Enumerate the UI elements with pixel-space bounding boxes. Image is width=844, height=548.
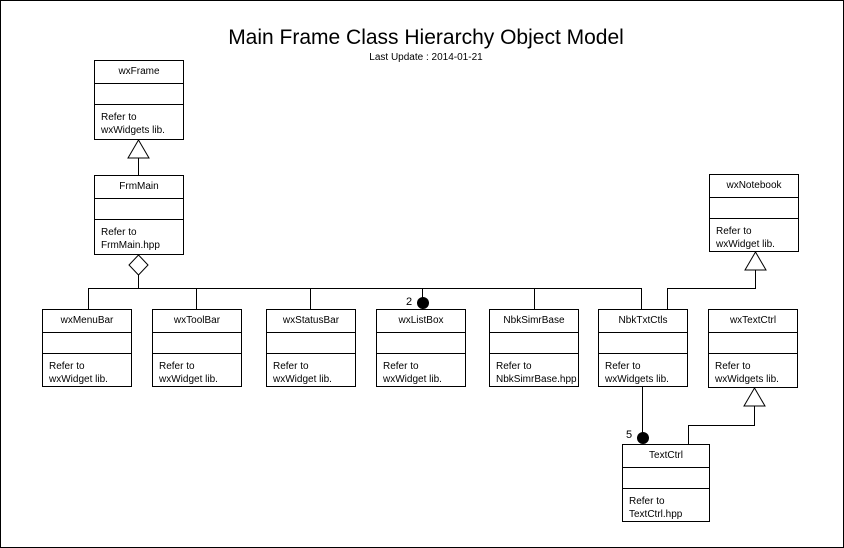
class-name: wxStatusBar bbox=[267, 310, 355, 333]
class-attributes bbox=[267, 333, 355, 354]
class-wxnotebook: wxNotebook Refer to wxWidget lib. bbox=[709, 174, 799, 252]
multiplicity-label-textctrl: 5 bbox=[626, 429, 633, 441]
diagram-title: Main Frame Class Hierarchy Object Model bbox=[228, 26, 624, 49]
class-frmmain: FrmMain Refer to FrmMain.hpp bbox=[94, 175, 184, 255]
class-attributes bbox=[490, 333, 578, 354]
class-operations: Refer to TextCtrl.hpp bbox=[623, 489, 709, 521]
operation-line: Refer to bbox=[716, 226, 752, 237]
operation-line: wxWidget lib. bbox=[383, 374, 442, 385]
class-wxlistbox: wxListBox Refer to wxWidget lib. bbox=[376, 309, 466, 387]
class-operations: Refer to wxWidget lib. bbox=[710, 219, 798, 251]
generalization-arrow bbox=[743, 387, 766, 407]
multiplicity-label-listbox: 2 bbox=[406, 296, 413, 308]
class-name: FrmMain bbox=[95, 176, 183, 199]
operation-line: Refer to bbox=[605, 361, 641, 372]
class-wxtextctrl: wxTextCtrl Refer to wxWidgets lib. bbox=[708, 309, 798, 388]
operation-line: wxWidgets lib. bbox=[715, 374, 779, 385]
operation-line: wxWidget lib. bbox=[159, 374, 218, 385]
class-name: wxFrame bbox=[95, 61, 183, 84]
class-wxtoolbar: wxToolBar Refer to wxWidget lib. bbox=[152, 309, 242, 387]
operation-line: FrmMain.hpp bbox=[101, 240, 160, 251]
class-operations: Refer to wxWidget lib. bbox=[43, 354, 131, 386]
multiplicity-dot-listbox bbox=[417, 297, 429, 309]
class-name: wxMenuBar bbox=[43, 310, 131, 333]
class-name: wxNotebook bbox=[710, 175, 798, 198]
class-operations: Refer to wxWidgets lib. bbox=[95, 105, 183, 137]
class-attributes bbox=[623, 468, 709, 489]
operation-line: wxWidget lib. bbox=[49, 374, 108, 385]
aggregation-diamond bbox=[128, 254, 149, 276]
operation-line: Refer to bbox=[383, 361, 419, 372]
class-nbksimrbase: NbkSimrBase Refer to NbkSimrBase.hpp bbox=[489, 309, 579, 387]
class-name: wxTextCtrl bbox=[709, 310, 797, 333]
class-attributes bbox=[710, 198, 798, 219]
class-name: TextCtrl bbox=[623, 445, 709, 468]
class-attributes bbox=[599, 333, 687, 354]
class-wxmenubar: wxMenuBar Refer to wxWidget lib. bbox=[42, 309, 132, 387]
operation-line: Refer to bbox=[273, 361, 309, 372]
generalization-line bbox=[667, 270, 756, 309]
class-attributes bbox=[153, 333, 241, 354]
operation-line: Refer to bbox=[49, 361, 85, 372]
class-operations: Refer to wxWidget lib. bbox=[153, 354, 241, 386]
class-name: NbkTxtCtls bbox=[599, 310, 687, 333]
operation-line: TextCtrl.hpp bbox=[629, 509, 683, 520]
operation-line: Refer to bbox=[629, 496, 665, 507]
class-attributes bbox=[43, 333, 131, 354]
generalization-arrow bbox=[127, 139, 150, 159]
class-wxstatusbar: wxStatusBar Refer to wxWidget lib. bbox=[266, 309, 356, 387]
operation-line: NbkSimrBase.hpp bbox=[496, 374, 577, 385]
operation-line: Refer to bbox=[101, 112, 137, 123]
operation-line: wxWidgets lib. bbox=[101, 125, 165, 136]
class-attributes bbox=[95, 84, 183, 105]
generalization-line bbox=[688, 406, 755, 444]
class-name: wxListBox bbox=[377, 310, 465, 333]
diagram-subtitle: Last Update : 2014-01-21 bbox=[369, 52, 483, 63]
operation-line: Refer to bbox=[159, 361, 195, 372]
class-operations: Refer to wxWidgets lib. bbox=[709, 354, 797, 386]
operation-line: Refer to bbox=[496, 361, 532, 372]
class-name: NbkSimrBase bbox=[490, 310, 578, 333]
operation-line: wxWidgets lib. bbox=[605, 374, 669, 385]
class-nbktxtctls: NbkTxtCtls Refer to wxWidgets lib. bbox=[598, 309, 688, 387]
class-name: wxToolBar bbox=[153, 310, 241, 333]
multiplicity-dot-textctrl bbox=[637, 432, 649, 444]
class-operations: Refer to FrmMain.hpp bbox=[95, 220, 183, 252]
class-operations: Refer to NbkSimrBase.hpp bbox=[490, 354, 578, 386]
class-attributes bbox=[377, 333, 465, 354]
operation-line: wxWidget lib. bbox=[273, 374, 332, 385]
class-operations: Refer to wxWidget lib. bbox=[377, 354, 465, 386]
class-attributes bbox=[95, 199, 183, 220]
class-wxframe: wxFrame Refer to wxWidgets lib. bbox=[94, 60, 184, 140]
class-textctrl: TextCtrl Refer to TextCtrl.hpp bbox=[622, 444, 710, 522]
generalization-arrow bbox=[744, 251, 767, 271]
operation-line: Refer to bbox=[715, 361, 751, 372]
operation-line: Refer to bbox=[101, 227, 137, 238]
class-operations: Refer to wxWidget lib. bbox=[267, 354, 355, 386]
class-attributes bbox=[709, 333, 797, 354]
operation-line: wxWidget lib. bbox=[716, 239, 775, 250]
class-operations: Refer to wxWidgets lib. bbox=[599, 354, 687, 386]
